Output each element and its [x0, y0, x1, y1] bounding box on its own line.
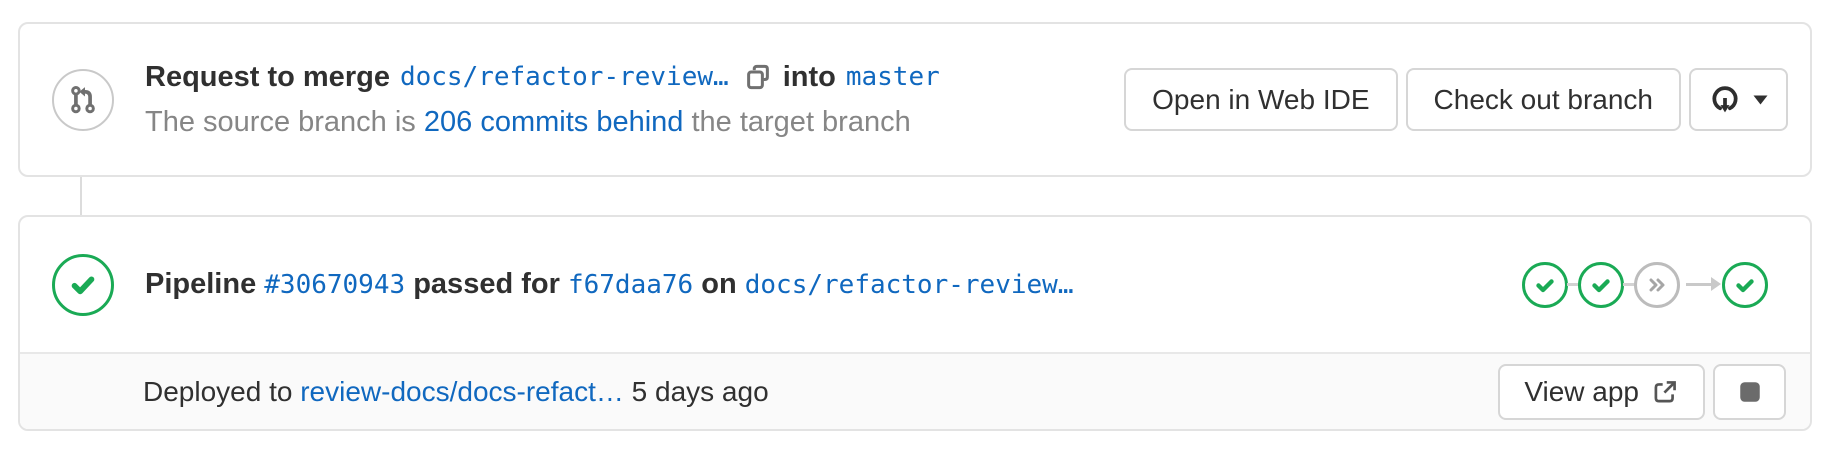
source-behind-suffix: the target branch — [691, 105, 911, 138]
widget-connector-line — [80, 177, 82, 215]
pipeline-stage-1-success-icon[interactable] — [1522, 261, 1568, 308]
source-behind-prefix: The source branch is — [145, 105, 416, 138]
commits-behind-link[interactable]: 206 commits behind — [423, 105, 684, 138]
pipeline-status-success-icon — [52, 253, 114, 316]
download-icon — [1712, 85, 1738, 112]
check-out-branch-button[interactable]: Check out branch — [1405, 68, 1681, 131]
downstream-arrow-icon — [1686, 277, 1721, 291]
deployment-actions: View app — [1498, 363, 1786, 420]
pipeline-status-row: Pipeline #30670943 passed for f67daa76 o… — [20, 217, 1810, 352]
pipeline-summary-text: Pipeline #30670943 passed for f67daa76 o… — [145, 268, 1073, 301]
mr-title-block: Request to merge docs/refactor-review… i… — [145, 61, 940, 139]
download-dropdown-button[interactable] — [1689, 68, 1788, 131]
external-link-icon — [1654, 380, 1676, 402]
mr-source-branch-card: Request to merge docs/refactor-review… i… — [18, 22, 1812, 177]
mr-header-actions: Open in Web IDE Check out branch — [1124, 68, 1788, 131]
view-app-label: View app — [1524, 375, 1639, 407]
copy-to-clipboard-icon — [746, 64, 769, 90]
pipeline-stage-3-skipped-icon[interactable] — [1634, 261, 1680, 308]
source-branch-link[interactable]: docs/refactor-review… — [399, 62, 729, 92]
pipeline-branch-link[interactable]: docs/refactor-review… — [744, 270, 1074, 300]
stop-environment-button[interactable] — [1713, 363, 1786, 420]
environment-link[interactable]: review-docs/docs-refact… — [300, 375, 624, 407]
deployed-to-label: Deployed to — [143, 375, 293, 407]
merge-request-avatar — [52, 68, 114, 131]
chevron-down-icon — [1753, 95, 1768, 104]
deploy-time-ago: 5 days ago — [631, 375, 769, 407]
stage-connector — [1623, 283, 1635, 286]
pipeline-id-link[interactable]: #30670943 — [264, 270, 406, 300]
commit-sha-link[interactable]: f67daa76 — [567, 270, 694, 300]
pipeline-widget-card: Pipeline #30670943 passed for f67daa76 o… — [18, 215, 1812, 431]
merge-request-icon — [71, 85, 95, 113]
copy-branch-name-button[interactable] — [743, 62, 773, 92]
pipeline-stage-4-success-icon[interactable] — [1722, 261, 1768, 308]
passed-for-label: passed for — [413, 268, 560, 300]
deployment-row: Deployed to review-docs/docs-refact… 5 d… — [20, 352, 1810, 429]
on-label: on — [701, 268, 737, 300]
into-label: into — [782, 60, 836, 93]
pipeline-label: Pipeline — [145, 268, 257, 300]
pipeline-stage-2-success-icon[interactable] — [1578, 261, 1624, 308]
open-in-web-ide-button[interactable]: Open in Web IDE — [1124, 68, 1398, 131]
stop-environment-icon — [1739, 381, 1760, 402]
merge-request-widget: Request to merge docs/refactor-review… i… — [18, 22, 1812, 431]
stage-connector — [1567, 283, 1579, 286]
request-to-merge-label: Request to merge — [145, 60, 390, 93]
target-branch-link[interactable]: master — [845, 62, 940, 92]
view-app-button[interactable]: View app — [1498, 363, 1705, 420]
mini-pipeline-graph — [1522, 261, 1768, 308]
